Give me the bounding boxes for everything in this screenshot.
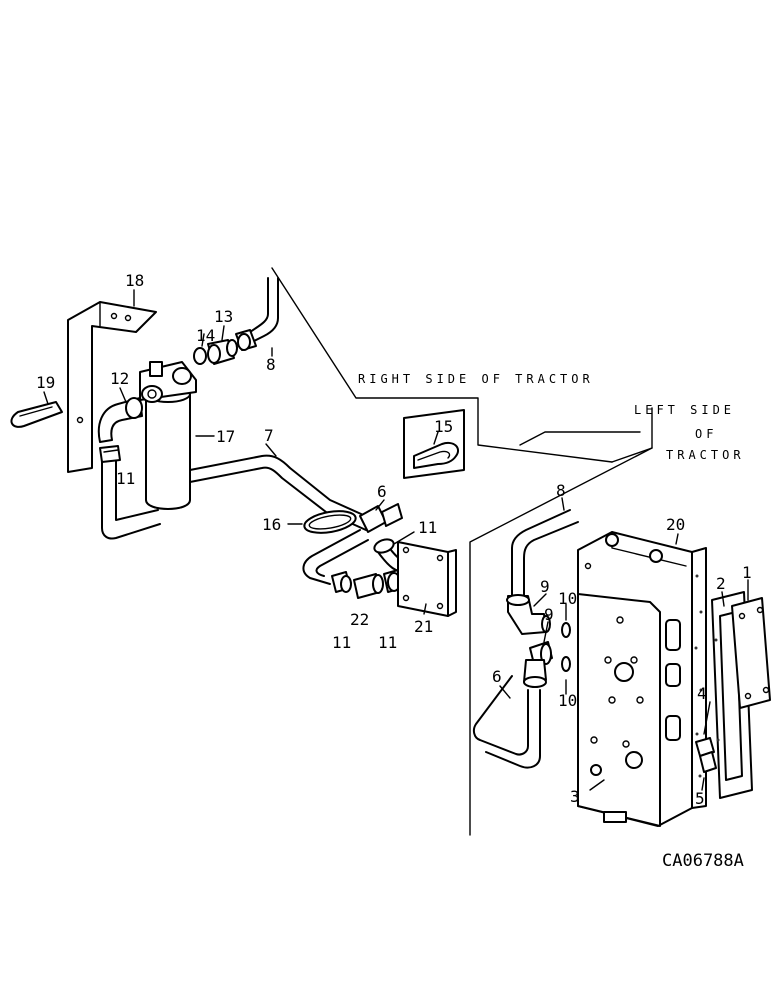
left-side-label-line2: OF	[695, 427, 717, 441]
callout-15: 15	[434, 417, 453, 436]
callout-13: 13	[214, 307, 233, 326]
part-3-valve-body	[577, 531, 693, 827]
callout-7: 7	[264, 426, 274, 445]
callout-4: 4	[697, 684, 707, 703]
part-6-upper	[359, 499, 403, 533]
callout-11-filter: 11	[116, 469, 135, 488]
callout-20: 20	[666, 515, 685, 534]
part-9-lower-elbow	[523, 621, 553, 688]
callout-5: 5	[695, 789, 705, 808]
callout-17: 17	[216, 427, 235, 446]
callout-9-lower: 9	[544, 605, 554, 624]
callout-6-lower: 6	[492, 667, 502, 686]
callout-19: 19	[36, 373, 55, 392]
callout-10-upper: 10	[558, 589, 577, 608]
callout-10-lower: 10	[558, 691, 577, 710]
callout-9-upper: 9	[540, 577, 550, 596]
callout-21: 21	[414, 617, 433, 636]
callouts: 1 2 3 4 5 6 6 7 8 8 9 9 10 10 11 11 11 1…	[36, 271, 752, 808]
left-side-label-line3: TRACTOR	[666, 448, 745, 462]
lower-filter-hose	[99, 445, 161, 540]
part-9-upper-elbow	[506, 593, 551, 635]
callout-16: 16	[262, 515, 281, 534]
part-6-lower-tube	[472, 675, 541, 769]
callout-1: 1	[742, 563, 752, 582]
right-side-label: RIGHT SIDE OF TRACTOR	[358, 372, 594, 386]
callout-11-lower-left: 11	[332, 633, 351, 652]
callout-14: 14	[196, 326, 215, 345]
part-4-5-plug	[695, 701, 717, 791]
part-12-elbow	[97, 387, 143, 443]
part-7-hose	[189, 443, 371, 531]
callout-12: 12	[110, 369, 129, 388]
part-16-clamp	[287, 510, 357, 534]
part-14-ring	[193, 333, 207, 365]
callout-8-upper: 8	[266, 355, 276, 374]
part-17-filter	[139, 361, 215, 510]
callout-8-lower: 8	[556, 481, 566, 500]
part-19-clip	[10, 391, 63, 428]
lower-hose-assembly	[302, 529, 446, 599]
callout-22: 22	[350, 610, 369, 629]
part-1-cover	[731, 579, 771, 709]
part-10-upper-ring	[561, 603, 571, 638]
left-side-label-line1: LEFT SIDE	[634, 403, 735, 417]
callout-18: 18	[125, 271, 144, 290]
callout-2: 2	[716, 574, 726, 593]
callout-3: 3	[570, 787, 580, 806]
callout-11-upper-right: 11	[418, 518, 437, 537]
part-10-lower-ring	[561, 656, 571, 695]
part-18-bracket	[67, 289, 157, 473]
part-21-plate	[397, 541, 457, 617]
part-13-connector	[207, 325, 238, 365]
callout-6-upper: 6	[377, 482, 387, 501]
side-divider-lines	[271, 267, 653, 836]
part-15-clip-inset	[403, 409, 465, 479]
callout-11-lower-right: 11	[378, 633, 397, 652]
reference-number: CA06788A	[662, 851, 744, 871]
part-8-upper-tube	[235, 277, 279, 357]
part-8-lower-tube	[511, 497, 579, 597]
